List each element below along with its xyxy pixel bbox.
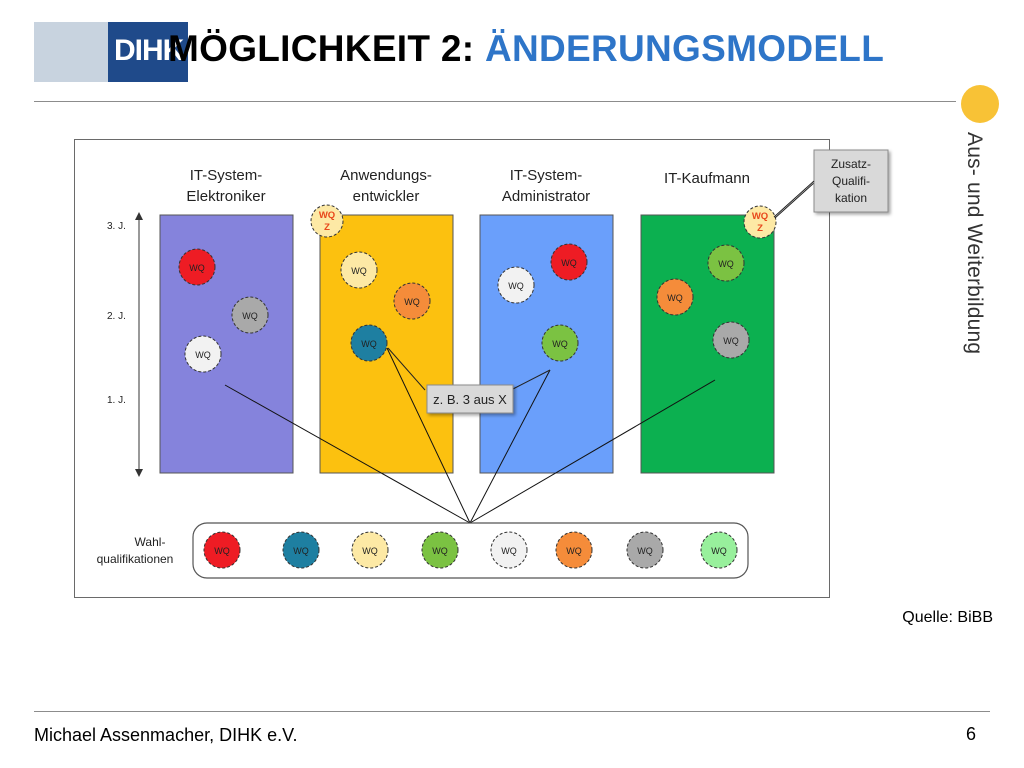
pool-circle-4: WQ [421, 531, 459, 569]
title-part-1: MÖGLICHKEIT 2: [168, 28, 485, 69]
wq-circle-8: WQ [497, 266, 535, 304]
svg-text:WQ: WQ [561, 258, 577, 268]
wqz-badge-anwendungsentwickler: WQ Z [310, 204, 344, 238]
svg-text:WQ: WQ [667, 293, 683, 303]
svg-text:WQ: WQ [752, 211, 768, 222]
svg-text:WQ: WQ [432, 546, 448, 556]
page-number: 6 [966, 724, 977, 744]
column-header-2-line-1: Anwendungs- [340, 167, 432, 184]
svg-text:WQ: WQ [189, 263, 205, 273]
column-it-kaufmann [640, 214, 775, 474]
sidebar-text: Aus- und Weiterbildung [963, 132, 986, 355]
svg-text:WQ: WQ [293, 546, 309, 556]
wahl-pool [192, 522, 749, 579]
wq-circle-1: WQ [178, 248, 216, 286]
column-header-3-line-1: IT-System- [510, 167, 583, 184]
callout-zusatz-line-2: Qualifi- [832, 174, 870, 188]
wq-circle-7: WQ [550, 243, 588, 281]
wq-circle-9: WQ [541, 324, 579, 362]
wq-circle-12: WQ [712, 321, 750, 359]
column-header-3-line-2: Administrator [502, 188, 590, 205]
callout-zusatz-line-1: Zusatz- [831, 157, 871, 171]
wahl-label-line-1: Wahl- [135, 535, 166, 549]
svg-text:WQ: WQ [508, 281, 524, 291]
column-header-2-line-2: entwickler [353, 188, 420, 205]
wahl-label-line-2: qualifikationen [97, 552, 174, 566]
wq-circle-2: WQ [231, 296, 269, 334]
svg-text:WQ: WQ [351, 266, 367, 276]
sun-icon [961, 85, 999, 123]
callout-example [426, 384, 514, 414]
wq-circle-3: WQ [184, 335, 222, 373]
svg-text:WQ: WQ [195, 350, 211, 360]
svg-text:WQ: WQ [214, 546, 230, 556]
pool-circle-2: WQ [282, 531, 320, 569]
column-header-1-line-2: Elektroniker [186, 188, 265, 205]
callout-example-pointer-right [510, 369, 551, 391]
svg-text:WQ: WQ [242, 311, 258, 321]
year-axis-arrow-top [135, 212, 143, 220]
svg-text:WQ: WQ [711, 546, 727, 556]
footer-divider [34, 711, 990, 712]
column-header-1-line-1: IT-System- [190, 167, 263, 184]
svg-text:WQ: WQ [566, 546, 582, 556]
svg-text:WQ: WQ [501, 546, 517, 556]
pool-circle-6: WQ [555, 531, 593, 569]
wq-circle-6: WQ [350, 324, 388, 362]
wq-circle-10: WQ [707, 244, 745, 282]
pool-circle-5: WQ [490, 531, 528, 569]
wq-circle-11: WQ [656, 278, 694, 316]
connector-lines [224, 347, 716, 524]
diagram-frame: 3. J. 2. J. 1. J. IT-System- Elektronike… [74, 139, 830, 598]
source-note: Quelle: BiBB [902, 609, 993, 626]
svg-text:WQ: WQ [362, 546, 378, 556]
logo-block [108, 22, 188, 82]
year-label-3: 3. J. [107, 221, 126, 232]
svg-text:WQ: WQ [637, 546, 653, 556]
pool-circle-8: WQ [700, 531, 738, 569]
svg-text:Z: Z [757, 223, 763, 234]
year-label-1: 1. J. [107, 395, 126, 406]
wq-circle-4: WQ [340, 251, 378, 289]
callout-example-pointer-left [387, 347, 426, 391]
footer-author: Michael Assenmacher, DIHK e.V. [34, 725, 298, 745]
year-axis-arrow-bottom [135, 469, 143, 477]
pool-circle-3: WQ [351, 531, 389, 569]
slide-title: MÖGLICHKEIT 2: ÄNDERUNGSMODELL [168, 28, 884, 70]
wq-circle-5: WQ [393, 282, 431, 320]
logo-text: DIHK [114, 34, 184, 67]
svg-text:WQ: WQ [361, 339, 377, 349]
callout-zusatz-line-3: kation [835, 191, 867, 205]
dihk-logo: DIHK [34, 22, 188, 82]
svg-text:WQ: WQ [718, 259, 734, 269]
pool-circle-1: WQ [203, 531, 241, 569]
svg-text:WQ: WQ [552, 339, 568, 349]
svg-text:WQ: WQ [404, 297, 420, 307]
pool-circle-7: WQ [626, 531, 664, 569]
year-label-2: 2. J. [107, 311, 126, 322]
header-divider [34, 101, 956, 102]
svg-text:WQ: WQ [319, 210, 335, 221]
svg-text:WQ: WQ [723, 336, 739, 346]
column-header-4-line-1: IT-Kaufmann [664, 170, 750, 187]
title-part-2: ÄNDERUNGSMODELL [484, 28, 885, 69]
wqz-badge-it-kaufmann: WQ Z [743, 205, 777, 239]
callout-example-text: z. B. 3 aus X [433, 392, 507, 407]
svg-text:Z: Z [324, 222, 330, 233]
